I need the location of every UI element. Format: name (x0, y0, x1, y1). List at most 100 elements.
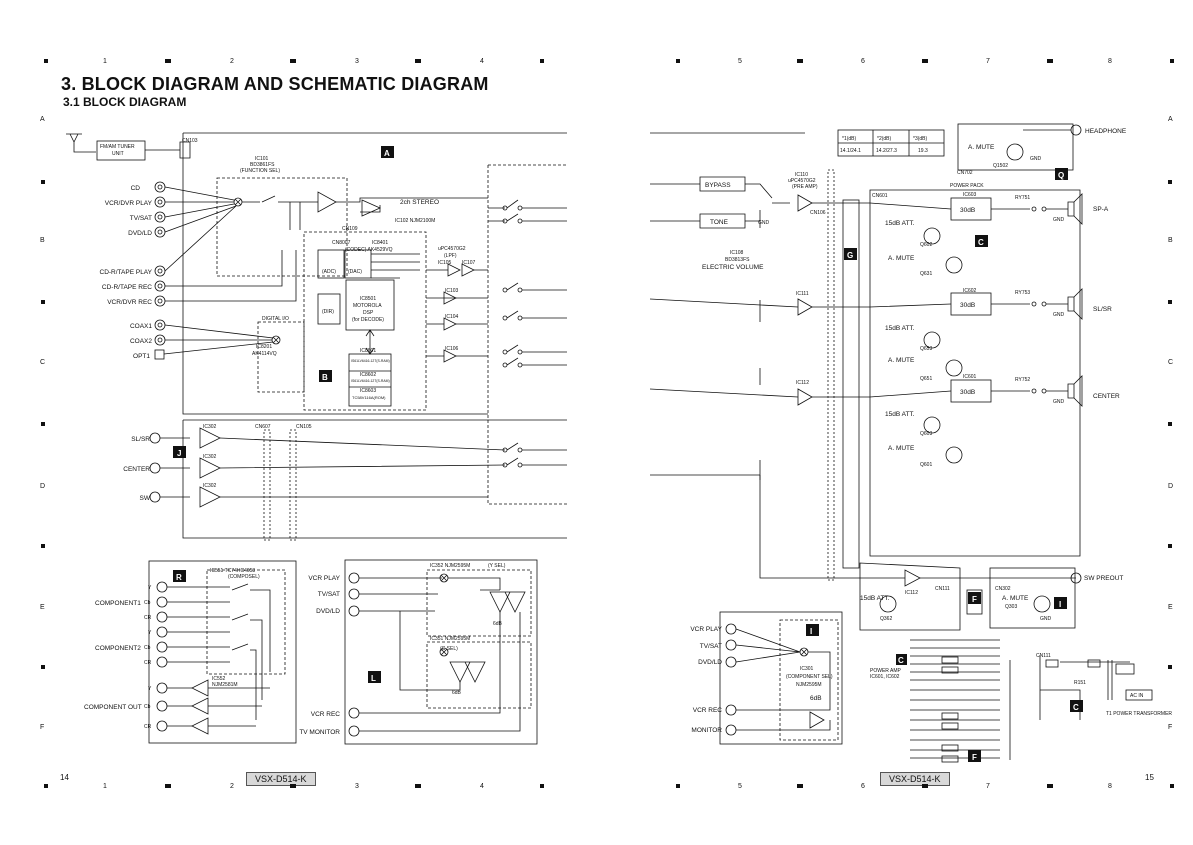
l-ic352: IC352 NJM2595M (430, 563, 470, 569)
ic8603-label: IC8603 (360, 388, 376, 394)
block-f-label: F (972, 595, 977, 604)
ic108-func: ELECTRIC VOLUME (702, 264, 764, 271)
grid-row-b-right: B (1168, 237, 1173, 244)
input-cd: CD (131, 185, 141, 192)
grid-row-d-right: D (1168, 483, 1174, 490)
adc-label: (ADC) (322, 269, 336, 275)
page-number-right: 15 (1145, 773, 1154, 782)
input-jacks-left (154, 181, 166, 360)
power-amp-label: POWER AMP (870, 668, 902, 674)
gain30-a: 30dB (960, 207, 975, 214)
input-coax1: COAX1 (130, 323, 152, 330)
gnd-d: GND (758, 220, 770, 226)
table-h2: *2(dB) (877, 136, 892, 142)
q601-label: Q601 (920, 462, 932, 468)
l-gain-a: 6dB (493, 621, 503, 627)
j-cn607: CN607 (255, 424, 271, 430)
block-q-label: Q (1058, 171, 1064, 180)
r-cb1: Cb (144, 600, 151, 606)
j-sl-sr: SL/SR (131, 436, 150, 443)
grid-row-d: D (40, 483, 46, 490)
dir-label: (DIR) (322, 309, 334, 315)
q603-label: Q603 (920, 431, 932, 437)
grid-col-3-bottom: 3 (355, 783, 359, 790)
component-jacks (156, 581, 168, 732)
input-vcr-dvr-play: VCR/DVR PLAY (105, 200, 153, 207)
q602-label: Q602 (920, 242, 932, 248)
switch-contacts (502, 199, 523, 468)
ac-in-label: AC IN (1130, 693, 1144, 699)
r-ic552: IC552 (212, 676, 226, 682)
out-sl-sr: SL/SR (1093, 306, 1112, 313)
ram2-label: IS61LV6416-12T(S-RAM) (351, 379, 390, 383)
grid-col-5-bottom: 5 (738, 783, 742, 790)
transistors (879, 143, 1051, 613)
ic8201-name: IC8201 (256, 344, 272, 350)
input-tv-sat: TV/SAT (130, 215, 152, 222)
grid-col-6-bottom: 6 (861, 783, 865, 790)
r-bypass: BYPASS (705, 182, 731, 189)
cn302-label: CN302 (995, 586, 1011, 592)
r-compsel: (COMPOSEL) (228, 574, 260, 580)
input-vcr-dvr-rec: VCR/DVR REC (107, 299, 152, 306)
ic301-name: IC301 (800, 666, 814, 672)
grid-col-8: 8 (1108, 58, 1112, 65)
i-tv-sat: TV/SAT (700, 643, 722, 650)
stereo-label: 2ch STEREO (400, 199, 439, 206)
l-ic351: IC351 NJM2595M (430, 636, 470, 642)
r-ic552-part: NJM2581M (212, 682, 238, 688)
grid-row-a: A (40, 116, 45, 123)
tuner-label-2: UNIT (112, 151, 124, 157)
q631-label: Q631 (920, 271, 932, 277)
q-amute: A. MUTE (968, 144, 995, 151)
r-cb2: Cb (144, 645, 151, 651)
gnd-f: GND (1040, 616, 1052, 622)
gnd-e: GND (1030, 156, 1042, 162)
r-y2: Y (148, 630, 152, 636)
r-component1: COMPONENT1 (95, 600, 141, 607)
grid-row-c-right: C (1168, 359, 1174, 366)
l-tv-sat: TV/SAT (318, 591, 340, 598)
table-v2: 14.2/27.3 (876, 148, 897, 154)
block-i-label: I (1059, 600, 1061, 609)
ic602-label: IC602 (963, 288, 977, 294)
block-j-label: J (177, 449, 181, 458)
j-center: CENTER (123, 466, 150, 473)
r-y1: Y (148, 585, 152, 591)
block-c-label: C (978, 238, 984, 247)
block-i2-label: I (810, 627, 812, 636)
ic8401-label: IC8401 (372, 240, 388, 246)
ic106-label: IC106 (445, 346, 459, 352)
r-component2: COMPONENT2 (95, 645, 141, 652)
ic8501-name: IC8501 (360, 296, 376, 302)
i-monitor: MONITOR (691, 727, 722, 734)
power-pack-label: POWER PACK (950, 183, 984, 189)
ic601-label: IC601 (963, 374, 977, 380)
dac-label: (DAC) (348, 269, 362, 275)
ic112-e-label: IC112 (905, 590, 918, 596)
ic107-label: IC107 (462, 260, 476, 266)
out-center: CENTER (1093, 393, 1120, 400)
ic101-func: (FUNCTION SEL) (240, 168, 280, 174)
block-markers: A B J R L G C Q F I I C C F (173, 146, 1083, 762)
r-y3: Y (148, 686, 152, 692)
cn702-label: CN702 (957, 170, 973, 176)
ic8601-label: IC8601 (360, 348, 376, 354)
grid-col-1-bottom: 1 (103, 783, 107, 790)
input-coax2: COAX2 (130, 338, 152, 345)
gain30-c: 30dB (960, 389, 975, 396)
ic110-name: IC110 (795, 172, 808, 178)
ic104-label: IC104 (445, 314, 459, 320)
amute-a: A. MUTE (888, 255, 915, 262)
cn601-label: CN601 (872, 193, 888, 199)
grid-row-e-right: E (1168, 604, 1173, 611)
grid-col-2: 2 (230, 58, 234, 65)
ic101-part: BD3861FS (250, 162, 275, 168)
e-amute: A. MUTE (1002, 595, 1029, 602)
ic301-gain: 6dB (810, 695, 822, 702)
grid-col-4: 4 (480, 58, 484, 65)
r-cr2: CR (144, 660, 152, 666)
j-cn105: CN105 (296, 424, 312, 430)
cn109-label: CN109 (342, 226, 358, 232)
grid-col-8-bottom: 8 (1108, 783, 1112, 790)
